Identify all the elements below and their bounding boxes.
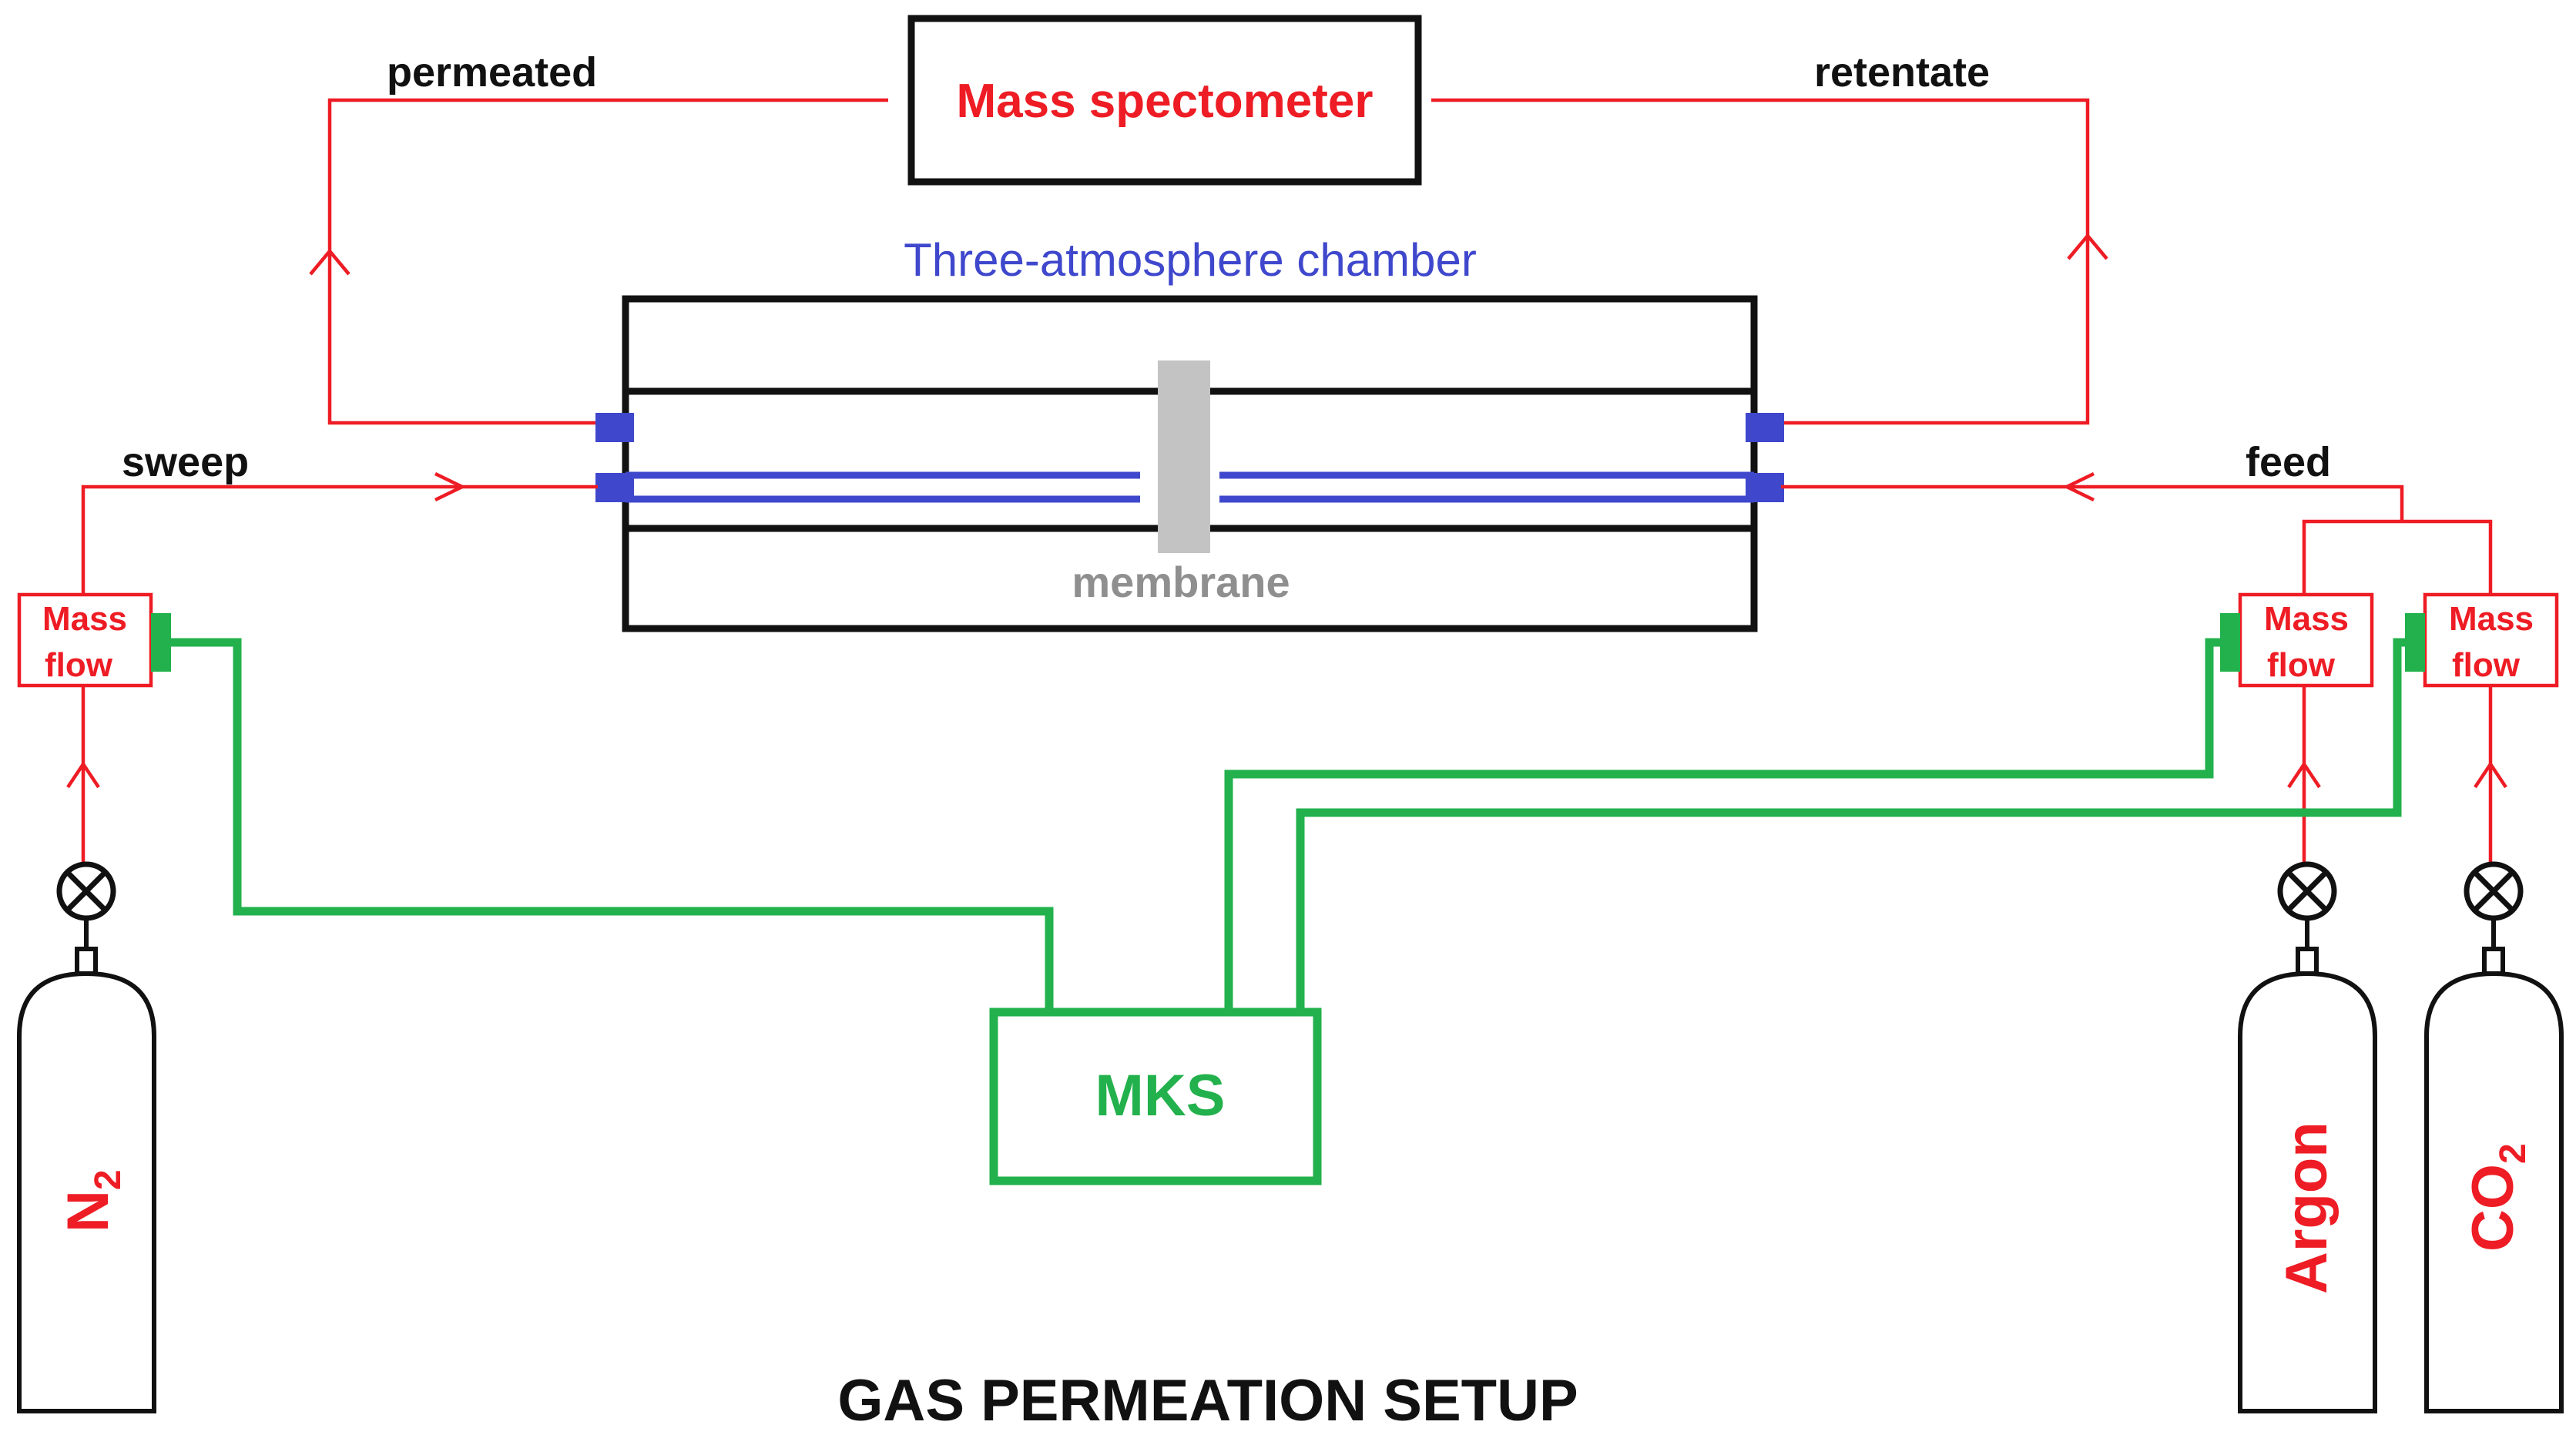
signal-connector xyxy=(151,613,171,672)
argon-supply-arrow xyxy=(2287,760,2321,789)
retentate-line: retentate xyxy=(1431,49,2108,425)
cylinder-gas-subscript: 2 xyxy=(2493,1143,2534,1164)
retentate-port xyxy=(1746,413,1784,442)
cylinder-body xyxy=(2238,971,2377,1413)
membrane-label: membrane xyxy=(1072,558,1290,606)
mass-spectrometer: Mass spectometer xyxy=(907,15,1422,186)
valve-icon xyxy=(2277,861,2337,921)
permeate-arrow xyxy=(309,248,351,276)
cylinder-argon: Argon xyxy=(2238,861,2377,1413)
cylinder-body xyxy=(17,971,156,1413)
permeated-label: permeated xyxy=(387,49,597,96)
mass-flow-label-line1: Mass xyxy=(2449,600,2534,638)
valve-icon xyxy=(56,861,116,921)
retentate-arrow xyxy=(2067,233,2108,260)
permeate-line: permeated xyxy=(309,49,888,425)
mass-flow-controller-n2: Mass flow xyxy=(17,592,171,688)
feed-branch xyxy=(2302,519,2493,595)
three-atmosphere-chamber: Three-atmosphere chamber membrane xyxy=(595,234,1784,632)
cylinder-gas-name: N xyxy=(55,1190,121,1232)
supply-lines xyxy=(66,686,2507,863)
mass-flow-box xyxy=(2423,592,2559,688)
mass-flow-controller-argon: Mass flow xyxy=(2220,592,2374,688)
mass-flow-label-line1: Mass xyxy=(2264,600,2349,638)
mass-flow-box xyxy=(2238,592,2374,688)
diagram-title: GAS PERMEATION SETUP xyxy=(837,1368,1578,1433)
cylinder-gas-label: N2 xyxy=(55,1169,129,1232)
retentate-pipe xyxy=(1431,98,2090,425)
signal-connector xyxy=(2220,613,2240,672)
feed-port xyxy=(1746,473,1784,502)
chamber-label: Three-atmosphere chamber xyxy=(904,234,1477,286)
n2-supply-arrow xyxy=(66,760,100,789)
cylinder-neck xyxy=(2482,947,2505,976)
co2-supply-arrow xyxy=(2474,760,2507,789)
sweep-line: sweep xyxy=(81,439,598,595)
mass-flow-label-line2: flow xyxy=(2452,646,2521,684)
valve-icon xyxy=(2464,861,2524,921)
sweep-port xyxy=(595,473,634,502)
mks-signal-argon xyxy=(1224,638,2220,1013)
sweep-pipe xyxy=(81,484,598,595)
cylinder-neck xyxy=(2296,947,2319,976)
feed-label: feed xyxy=(2246,439,2331,485)
feed-line: feed xyxy=(1781,439,2493,595)
cylinder-gas-name: CO xyxy=(2460,1164,2526,1252)
mks-signal-n2 xyxy=(171,638,1054,1013)
feed-arrow xyxy=(2062,471,2095,502)
cylinder-neck xyxy=(75,947,98,976)
retentate-label: retentate xyxy=(1814,49,1990,96)
sweep-label: sweep xyxy=(122,439,249,485)
cylinder-co2: CO2 xyxy=(2424,861,2564,1413)
mass-flow-label-line2: flow xyxy=(2267,646,2336,684)
cylinder-gas-subscript: 2 xyxy=(88,1169,129,1190)
mks-box xyxy=(989,1008,1322,1185)
mass-flow-label-line1: Mass xyxy=(42,600,127,638)
mass-flow-label-line2: flow xyxy=(45,646,113,684)
membrane xyxy=(1158,360,1210,553)
signal-connector xyxy=(2405,613,2425,672)
mass-spectrometer-label: Mass spectometer xyxy=(956,75,1373,128)
mks-signal-co2 xyxy=(1296,638,2405,1013)
mass-spectrometer-box xyxy=(907,15,1422,186)
permeate-port xyxy=(595,413,634,442)
cylinder-gas-name: Argon xyxy=(2274,1122,2340,1294)
cylinder-body xyxy=(2424,971,2564,1413)
mass-flow-controller-co2: Mass flow xyxy=(2405,592,2559,688)
permeate-pipe xyxy=(327,98,888,425)
mks-label: MKS xyxy=(1095,1063,1226,1128)
cylinder-n2: N2 xyxy=(17,861,156,1413)
mks-controller: MKS xyxy=(171,638,2405,1185)
cylinder-gas-label: Argon xyxy=(2274,1122,2340,1294)
cylinder-gas-label: CO2 xyxy=(2460,1143,2534,1252)
feed-pipe xyxy=(1781,484,2404,521)
sweep-arrow xyxy=(434,471,467,502)
